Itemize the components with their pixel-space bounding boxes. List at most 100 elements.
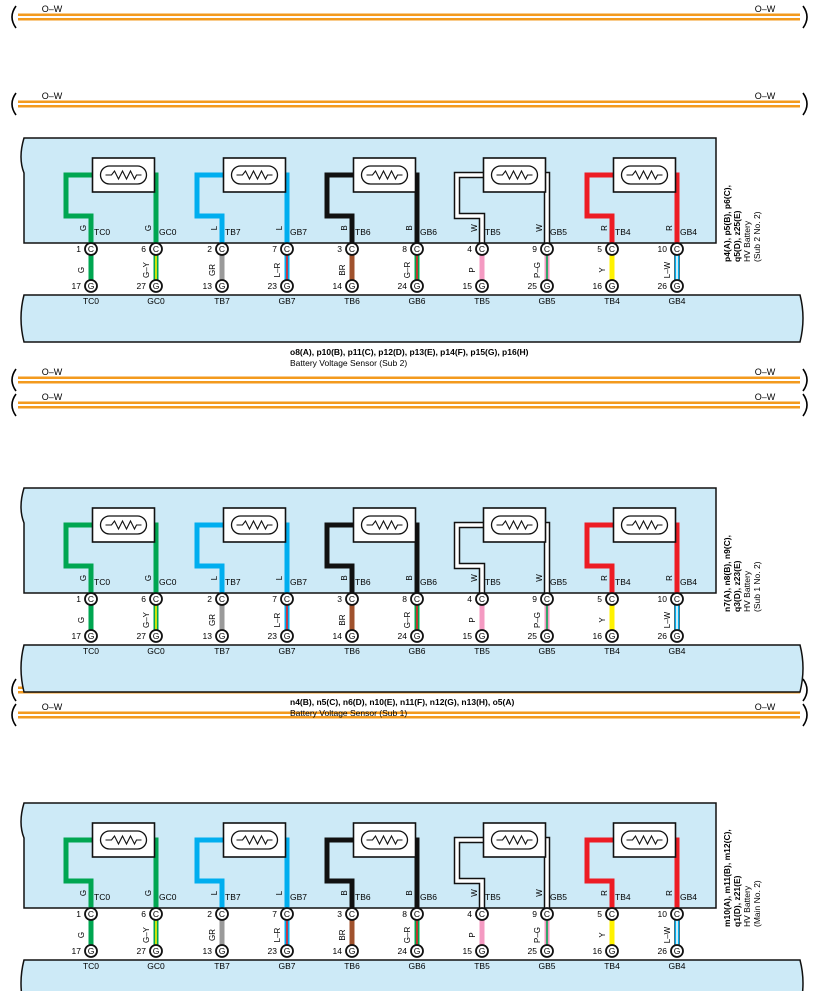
pin-circle	[280, 242, 294, 256]
wire	[194, 522, 225, 599]
pin-circle	[475, 944, 489, 958]
battery-title-line: HV Battery	[742, 885, 752, 927]
terminal-name: GB6	[420, 227, 437, 237]
terminal-name-lower: GC0	[147, 646, 165, 656]
terminal-name: GB7	[290, 892, 307, 902]
wire-code-lower: P–G	[533, 612, 542, 628]
pin-number-top: 4	[467, 594, 472, 604]
wire	[63, 837, 94, 914]
pin-letter: C	[219, 594, 225, 604]
pin-letter: C	[153, 909, 159, 919]
break-mark-left	[11, 5, 17, 29]
pin-circle	[670, 242, 684, 256]
connector-pin-bottom: G	[475, 279, 489, 293]
sensor-wiring	[324, 822, 420, 914]
resistor-zigzag	[626, 519, 663, 531]
wire-code-upper: B	[405, 575, 414, 580]
pin-circle	[84, 242, 98, 256]
sensor-wiring	[63, 822, 159, 914]
pin-number-top: 7	[272, 244, 277, 254]
terminal-name-lower: GB7	[278, 961, 295, 971]
pin-number-bottom: 26	[658, 631, 668, 641]
wire	[584, 837, 615, 914]
connector-pin-top: C	[215, 592, 229, 606]
connector-pin-bottom: G	[410, 629, 424, 643]
sensor-panel	[20, 959, 804, 991]
sensor-panel	[20, 294, 804, 343]
connector-pin-bottom: G	[605, 944, 619, 958]
connector-pin-top: C	[670, 907, 684, 921]
break-mark-right	[802, 393, 808, 417]
pin-circle	[540, 907, 554, 921]
pin-number-top: 7	[272, 594, 277, 604]
resistor-zigzag	[105, 169, 142, 181]
bus-label: O–W	[42, 392, 63, 402]
terminal-name: GB7	[290, 227, 307, 237]
sensor-wiring	[584, 507, 680, 599]
pin-circle	[280, 279, 294, 293]
pin-circle	[540, 944, 554, 958]
wire	[455, 838, 484, 914]
thermistor-icon	[91, 507, 156, 543]
pin-circle	[149, 279, 163, 293]
pin-number-bottom: 13	[203, 281, 213, 291]
wire-code-upper: L	[275, 890, 284, 895]
wire	[324, 837, 355, 914]
connector-pin-top: C	[605, 592, 619, 606]
wire-code-lower: P–G	[533, 927, 542, 943]
pin-letter: C	[479, 244, 485, 254]
pin-circle	[345, 629, 359, 643]
pin-number-bottom: 23	[268, 946, 278, 956]
terminal-name: GB5	[550, 577, 567, 587]
resistor-zigzag	[236, 834, 273, 846]
pin-circle	[410, 592, 424, 606]
break-mark-right	[802, 703, 808, 727]
terminal-name: GB5	[550, 892, 567, 902]
pin-circle	[670, 944, 684, 958]
pin-letter: C	[674, 594, 680, 604]
wire-code-upper: R	[600, 225, 609, 231]
terminal-name: GB4	[680, 892, 697, 902]
terminal-name-lower: TB6	[344, 961, 360, 971]
terminal-name-lower: TC0	[83, 961, 99, 971]
pin-circle	[410, 242, 424, 256]
battery-title-line: n7(A), n8(B), n9(C),	[722, 535, 732, 612]
pin-letter: G	[88, 946, 95, 956]
resistor-zigzag	[496, 519, 533, 531]
connector-pin-bottom: G	[84, 944, 98, 958]
pin-letter: G	[349, 281, 356, 291]
wire	[194, 837, 225, 914]
terminal-name: TB6	[355, 227, 371, 237]
terminal-name-lower: GB5	[538, 296, 555, 306]
sensor-wiring	[194, 157, 290, 249]
pin-number-top: 1	[76, 594, 81, 604]
connector-pin-top: C	[410, 592, 424, 606]
pin-number-top: 4	[467, 244, 472, 254]
pin-letter: G	[479, 631, 486, 641]
pin-letter: C	[153, 594, 159, 604]
pin-letter: C	[674, 244, 680, 254]
sensor-capsule	[230, 515, 279, 535]
wire-code-upper: G	[79, 890, 88, 896]
pin-number-bottom: 17	[72, 281, 82, 291]
wire	[584, 522, 615, 599]
wire-code-lower: P–G	[533, 262, 542, 278]
thermistor-icon	[612, 157, 677, 193]
connector-pin-top: C	[84, 592, 98, 606]
wire-code-lower: G–Y	[142, 611, 151, 628]
wire-code-upper: W	[470, 574, 479, 582]
connector-pin-top: C	[84, 907, 98, 921]
pin-circle	[149, 242, 163, 256]
pin-number-bottom: 24	[398, 631, 408, 641]
